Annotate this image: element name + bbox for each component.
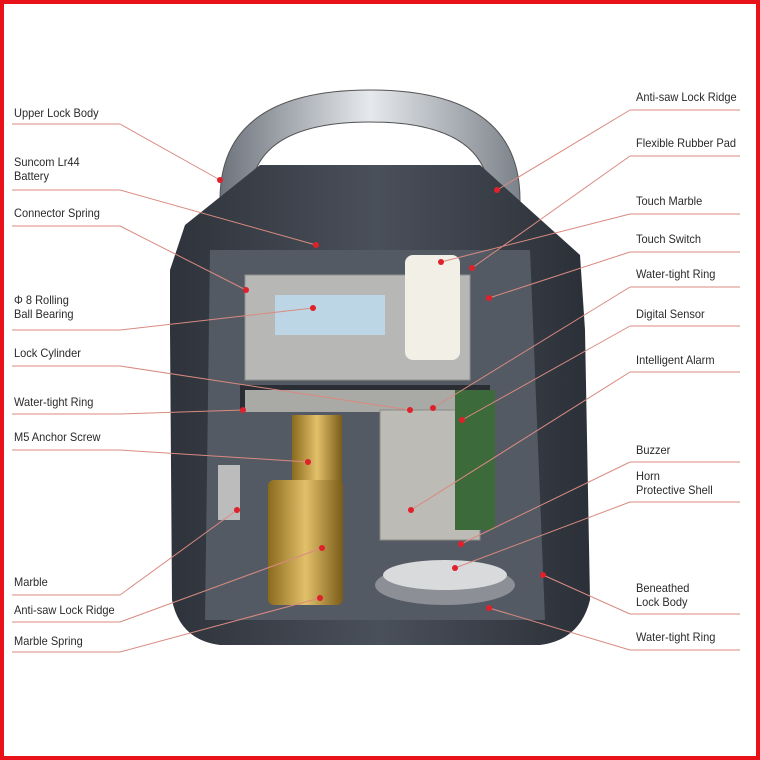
label-anti-saw-lock-ridge-right: Anti-saw Lock Ridge — [636, 90, 737, 104]
label-flexible-rubber-pad: Flexible Rubber Pad — [636, 136, 737, 150]
leader-line — [119, 225, 247, 291]
leader-line — [119, 547, 323, 623]
callout-dot — [317, 595, 323, 601]
callout-dot — [217, 177, 223, 183]
callout-dot — [486, 605, 492, 611]
leader-line — [119, 123, 221, 181]
callout-dot — [438, 259, 444, 265]
label-marble-spring: Marble Spring — [14, 634, 83, 648]
callout-dot — [408, 507, 414, 513]
label-water-tight-ring-bottom: Water-tight Ring — [636, 630, 716, 644]
label-rolling-ball-bearing: Φ 8 Rolling Ball Bearing — [14, 293, 74, 321]
leader-line — [119, 365, 411, 411]
label-horn-protective-shell: Horn Protective Shell — [636, 469, 713, 497]
label-connector-spring: Connector Spring — [14, 206, 100, 220]
callout-dot — [540, 572, 546, 578]
label-intelligent-alarm: Intelligent Alarm — [636, 353, 715, 367]
leader-line — [488, 607, 631, 651]
leader-line — [410, 371, 631, 511]
label-touch-marble: Touch Marble — [636, 194, 703, 208]
label-m5-anchor-screw: M5 Anchor Screw — [14, 430, 101, 444]
leader-line — [432, 286, 631, 409]
callout-dot — [458, 541, 464, 547]
callout-dot — [469, 265, 475, 271]
leader-line — [496, 109, 631, 191]
leader-line — [488, 251, 631, 299]
label-buzzer: Buzzer — [636, 443, 671, 457]
label-lock-cylinder: Lock Cylinder — [14, 346, 81, 360]
leader-line — [471, 155, 631, 269]
callout-dot — [234, 507, 240, 513]
label-upper-lock-body: Upper Lock Body — [14, 106, 99, 120]
callout-dot — [305, 459, 311, 465]
leader-line — [119, 409, 244, 415]
label-marble: Marble — [14, 575, 48, 589]
label-battery: Suncom Lr44 Battery — [14, 155, 80, 183]
callout-dot — [319, 545, 325, 551]
callout-dot — [430, 405, 436, 411]
leader-line — [460, 461, 631, 545]
label-anti-saw-lock-ridge-left: Anti-saw Lock Ridge — [14, 603, 115, 617]
callout-dot — [452, 565, 458, 571]
leader-line — [119, 307, 314, 331]
callout-dot — [459, 417, 465, 423]
callout-dot — [310, 305, 316, 311]
leader-line — [461, 325, 631, 421]
leader-line — [119, 509, 238, 596]
callout-dot — [313, 242, 319, 248]
callout-dot — [486, 295, 492, 301]
leader-line — [440, 213, 631, 263]
leader-line — [119, 597, 321, 653]
callout-dot — [494, 187, 500, 193]
callout-dot — [407, 407, 413, 413]
label-digital-sensor: Digital Sensor — [636, 307, 705, 321]
label-water-tight-ring-left: Water-tight Ring — [14, 395, 94, 409]
label-beneathed-lock-body: Beneathed Lock Body — [636, 581, 690, 609]
label-water-tight-ring-right: Water-tight Ring — [636, 267, 716, 281]
leader-line — [119, 449, 309, 463]
leader-line — [542, 574, 631, 615]
leader-line — [119, 189, 317, 246]
label-touch-switch: Touch Switch — [636, 232, 702, 246]
leader-line — [454, 501, 631, 569]
callout-dot — [243, 287, 249, 293]
callout-dot — [240, 407, 246, 413]
